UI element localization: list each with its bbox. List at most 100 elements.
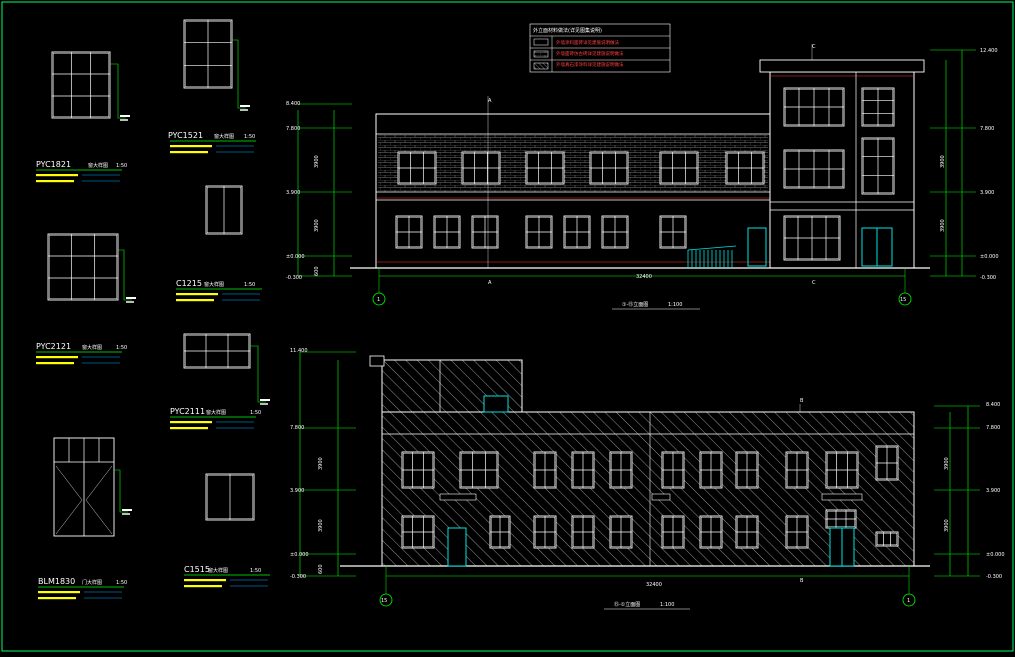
bottom-window-upper-6 — [699, 451, 723, 489]
dim-bottom-right-1: 3900 — [944, 519, 950, 532]
detail-titles: PYC1821 窗大样图 1:50 PYC1521 窗大样图 1:50 C121… — [36, 131, 261, 586]
top-window-upper-5 — [725, 151, 765, 185]
window-inner — [52, 52, 110, 118]
note-text — [36, 180, 74, 183]
level-top-right-1: 7.800 — [980, 126, 994, 132]
bottom-window-lower-6 — [699, 515, 723, 549]
legend-row-1: 外墙面砖仿古砖详见建施说明做法 — [556, 50, 624, 57]
bottom-door-cyan — [447, 527, 467, 567]
level-bottom-left-4: -0.300 — [290, 574, 306, 580]
leader-text-stub — [120, 115, 130, 117]
material-legend — [529, 23, 671, 73]
bottom-roof-window — [483, 395, 509, 413]
elevation-titles: ①-⑮立面图 1:100 ⑮-①立面图 1:100 32400 32400 A … — [488, 44, 816, 608]
detail-code-blm1830: BLM1830 — [38, 577, 75, 586]
window-c1515 — [205, 473, 255, 521]
note-text — [38, 591, 80, 594]
dim-top-left-0: 3900 — [314, 155, 320, 168]
detail-scale-c1215: 1:50 — [244, 282, 255, 288]
detail-scale-blm1830: 1:50 — [116, 580, 127, 586]
window-frame — [51, 51, 111, 119]
notes-pyc1521 — [170, 140, 256, 154]
detail-title-blm1830: 门大样图 — [82, 579, 102, 586]
top-window-lower-1 — [433, 215, 461, 249]
elevation-bottom-title: ⑮-①立面图 — [614, 601, 640, 608]
legend-row-0: 外墙涂料面砖详见建施说明做法 — [556, 39, 619, 46]
grid-label-b-bottom: B — [800, 578, 804, 584]
top-tower-cap — [759, 59, 925, 73]
note-text — [184, 579, 226, 582]
bottom-window-small — [875, 531, 899, 547]
top-window-upper-0 — [397, 151, 437, 185]
top-window-upper-4 — [659, 151, 699, 185]
bottom-window-lower-2 — [533, 515, 557, 549]
legend-texts: 外立面材料做法(详见图集说明) 外墙涂料面砖详见建施说明做法 外墙面砖仿古砖详见… — [533, 27, 624, 68]
leader-line — [114, 469, 128, 513]
level-bottom-left-1: 7.800 — [290, 425, 304, 431]
dim-bottom-left-0: 3900 — [318, 457, 324, 470]
detail-drawings — [36, 19, 270, 600]
grid-label-c: C — [812, 44, 816, 50]
leader-text-stub — [122, 509, 132, 511]
bottom-window-upper-9 — [825, 451, 859, 489]
window-frame — [875, 531, 899, 547]
top-window-lower-6 — [659, 215, 687, 249]
bottom-window-upper-1 — [459, 451, 499, 489]
note-text — [170, 151, 208, 154]
grid-label-a-bottom: A — [488, 280, 492, 286]
bottom-window-upper-0 — [401, 451, 435, 489]
leader-text-stub — [126, 301, 134, 303]
legend-swatch-paint — [533, 38, 549, 46]
bottom-window-upper-5 — [661, 451, 685, 489]
leader-text-stub — [240, 105, 250, 107]
level-top-right-3: ±0.000 — [980, 254, 999, 260]
window-pyc1821 — [51, 51, 111, 119]
notes-c1215 — [176, 288, 262, 302]
notes-pyc2111 — [170, 416, 256, 430]
detail-code-c1215: C1215 — [176, 279, 202, 288]
axis-bubble-bottom-start: 15 — [381, 598, 387, 604]
detail-title-pyc2111: 窗大样图 — [206, 409, 226, 416]
bottom-window-lower-1 — [489, 515, 511, 549]
bottom-window-lower-7 — [735, 515, 759, 549]
top-tower-window-b — [783, 149, 845, 189]
door-swing — [55, 465, 83, 535]
door-swing — [85, 465, 113, 535]
bottom-window-lower-5 — [661, 515, 685, 549]
leader-pyc2121 — [118, 249, 136, 303]
leader-line — [110, 63, 126, 119]
top-brick-upper — [378, 134, 768, 192]
top-tower-door — [783, 215, 841, 261]
bottom-canopy — [651, 493, 671, 501]
note-text — [36, 174, 78, 177]
bottom-main-body — [381, 411, 915, 567]
level-bottom-right-4: -0.300 — [986, 574, 1002, 580]
elevation-top-scale: 1:100 — [668, 302, 682, 308]
bottom-window-upper-2 — [533, 451, 557, 489]
bottom-window-lower-3 — [571, 515, 595, 549]
legend-title: 外立面材料做法(详见图集说明) — [533, 27, 602, 34]
level-bottom-left-3: ±0.000 — [290, 552, 309, 558]
dim-top-left-1: 3900 — [314, 219, 320, 232]
rail-top — [687, 245, 737, 251]
level-top-right-0: 12.400 — [980, 48, 998, 54]
bottom-window-lower-8 — [785, 515, 809, 549]
top-window-lower-5 — [601, 215, 629, 249]
notes-pyc1821 — [36, 169, 122, 183]
window-c1215 — [205, 185, 243, 235]
leader-blm1830 — [114, 469, 132, 515]
detail-code-c1515: C1515 — [184, 565, 210, 574]
dim-top-right-1: 3900 — [940, 219, 946, 232]
axis-bubble-top-end: 15 — [900, 297, 906, 303]
window-frame — [47, 233, 119, 301]
axis-bubble-bottom-end: 1 — [907, 598, 910, 604]
top-window-lower-0 — [395, 215, 423, 249]
notes-pyc2121 — [36, 351, 122, 365]
elevation-15-1 — [299, 351, 980, 610]
note-text — [36, 356, 78, 359]
level-bottom-right-2: 3.900 — [986, 488, 1000, 494]
grid-label-a: A — [488, 98, 492, 104]
note-text — [170, 421, 212, 424]
bottom-window-upper-4 — [609, 451, 633, 489]
